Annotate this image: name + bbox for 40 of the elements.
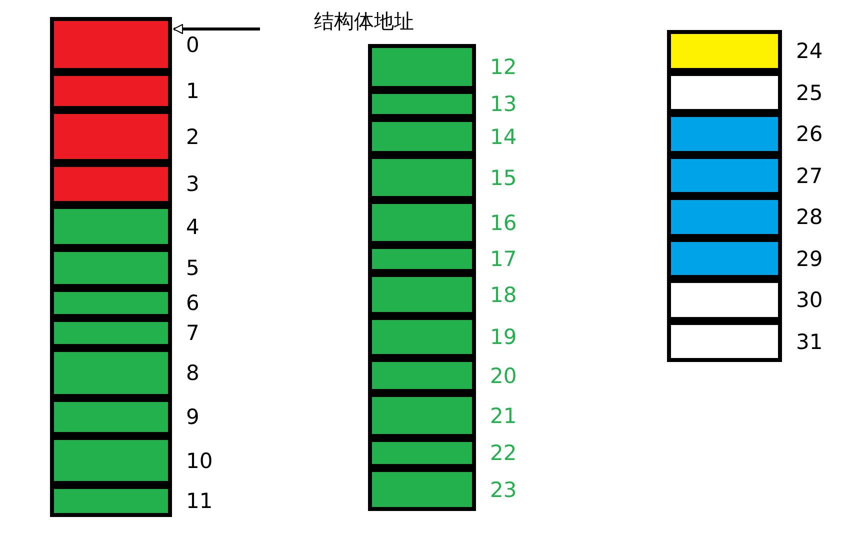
offset-number: 8 bbox=[186, 361, 200, 385]
offset-number: 30 bbox=[796, 288, 823, 312]
offset-number: 28 bbox=[796, 205, 823, 229]
memory-cell bbox=[667, 321, 782, 362]
offset-number: 20 bbox=[490, 364, 517, 388]
offset-number: 19 bbox=[490, 325, 517, 349]
offset-number: 31 bbox=[796, 330, 823, 354]
offset-number: 3 bbox=[186, 172, 200, 196]
offset-number: 17 bbox=[490, 247, 517, 271]
offset-number: 9 bbox=[186, 405, 200, 429]
offset-number: 10 bbox=[186, 448, 213, 472]
offset-number: 13 bbox=[490, 92, 517, 116]
memory-cell bbox=[667, 30, 782, 72]
offset-number: 29 bbox=[796, 246, 823, 270]
offset-number: 1 bbox=[186, 79, 200, 103]
offset-number: 21 bbox=[490, 404, 517, 428]
offset-number: 7 bbox=[186, 321, 200, 345]
offset-number: 0 bbox=[186, 32, 200, 56]
memory-cell bbox=[368, 44, 476, 90]
address-label: 结构体地址 bbox=[314, 8, 414, 34]
offset-number: 14 bbox=[490, 124, 517, 148]
offset-number: 16 bbox=[490, 210, 517, 234]
memory-cell bbox=[50, 485, 172, 517]
offset-number: 12 bbox=[490, 55, 517, 79]
offset-number: 24 bbox=[796, 39, 823, 63]
offset-number: 18 bbox=[490, 282, 517, 306]
offset-number: 2 bbox=[186, 124, 200, 148]
offset-number: 11 bbox=[186, 489, 213, 513]
memory-cell bbox=[50, 17, 172, 72]
offset-number: 5 bbox=[186, 256, 200, 280]
memory-cell bbox=[368, 468, 476, 511]
offset-number: 6 bbox=[186, 291, 200, 315]
offset-number: 15 bbox=[490, 166, 517, 190]
offset-number: 26 bbox=[796, 122, 823, 146]
offset-number: 23 bbox=[490, 478, 517, 502]
offset-number: 22 bbox=[490, 441, 517, 465]
offset-number: 25 bbox=[796, 80, 823, 104]
offset-number: 4 bbox=[186, 214, 200, 238]
arrow bbox=[173, 24, 260, 34]
offset-number: 27 bbox=[796, 164, 823, 188]
